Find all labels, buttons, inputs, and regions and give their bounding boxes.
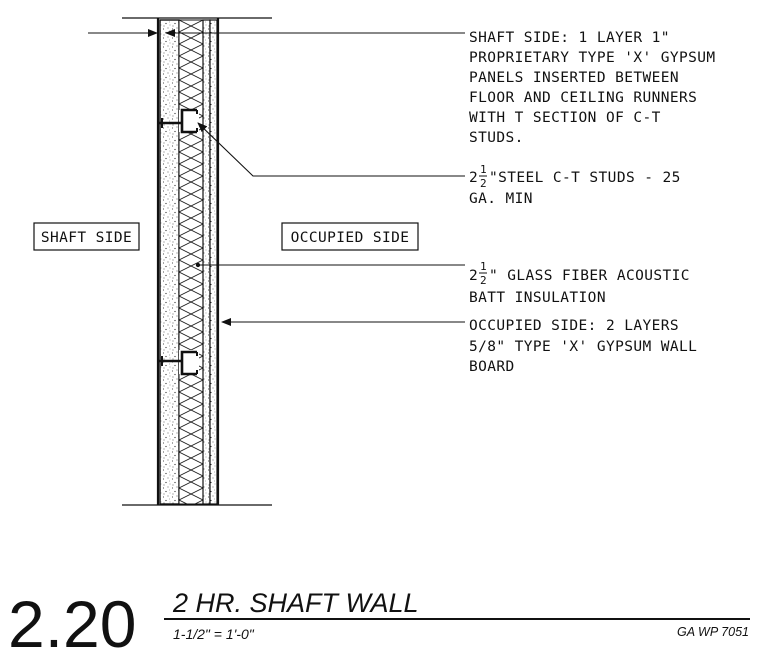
- note-shaft-line-3: PANELS INSERTED BETWEEN: [469, 70, 679, 86]
- note-shaft-line-4: FLOOR AND CEILING RUNNERS: [469, 90, 697, 106]
- note-studs-frac-den: 2: [480, 177, 487, 190]
- detail-number: 2.20: [8, 587, 136, 661]
- shaft-side-label: SHAFT SIDE: [41, 230, 132, 246]
- leader-insulation-dot: [195, 262, 201, 268]
- occupied-side-label-box: [281, 222, 419, 251]
- note-insulation-prefix: 2: [469, 268, 478, 284]
- detail-title: 2 HR. SHAFT WALL: [172, 588, 419, 618]
- occupied-side-label: OCCUPIED SIDE: [291, 230, 410, 246]
- shaft-gypsum-panel: [159, 19, 180, 505]
- note-shaft-line-1: SHAFT SIDE: 1 LAYER 1": [469, 30, 670, 46]
- note-studs-line-1: "STEEL C-T STUDS - 25: [489, 170, 681, 186]
- batt-insulation: [178, 19, 204, 505]
- note-occupied-line-2: 5/8" TYPE 'X' GYPSUM WALL: [469, 339, 697, 355]
- note-studs-prefix: 2: [469, 170, 478, 186]
- note-shaft-line-5: WITH T SECTION OF C-T: [469, 110, 661, 126]
- note-occupied-line-3: BOARD: [469, 359, 515, 375]
- note-insulation: 2 1 2 " GLASS FIBER ACOUSTIC BATT INSULA…: [469, 260, 690, 306]
- note-insulation-frac-den: 2: [480, 274, 487, 287]
- occupied-gypsum-layer-2: [209, 19, 218, 505]
- shaft-side-label-box: [33, 222, 140, 251]
- note-insulation-frac-num: 1: [480, 260, 487, 273]
- occupied-gypsum-layer-1: [202, 19, 211, 505]
- note-studs-line-2: GA. MIN: [469, 191, 533, 207]
- title-block: 2.20 2 HR. SHAFT WALL 1-1/2" = 1'-0" GA …: [8, 587, 750, 661]
- note-occupied-layers: OCCUPIED SIDE: 2 LAYERS 5/8" TYPE 'X' GY…: [469, 318, 697, 375]
- leader-studs: [197, 122, 465, 177]
- wall-section: SHAFT SIDE OCCUPIED SIDE: [33, 17, 419, 506]
- note-insulation-line-1: " GLASS FIBER ACOUSTIC: [489, 268, 690, 284]
- note-occupied-line-1: OCCUPIED SIDE: 2 LAYERS: [469, 318, 679, 334]
- note-shaft-line-6: STUDS.: [469, 130, 524, 146]
- note-studs-frac-num: 1: [480, 163, 487, 176]
- c-t-stud-lower: [158, 350, 199, 376]
- note-studs: 2 1 2 "STEEL C-T STUDS - 25 GA. MIN: [469, 163, 681, 207]
- detail-reference: GA WP 7051: [677, 625, 749, 639]
- note-shaft-layer: SHAFT SIDE: 1 LAYER 1" PROPRIETARY TYPE …: [469, 30, 716, 146]
- leaders: [88, 29, 465, 326]
- note-shaft-line-2: PROPRIETARY TYPE 'X' GYPSUM: [469, 50, 716, 66]
- detail-scale: 1-1/2" = 1'-0": [173, 626, 255, 642]
- c-t-stud-upper: [158, 108, 199, 134]
- note-insulation-line-2: BATT INSULATION: [469, 290, 606, 306]
